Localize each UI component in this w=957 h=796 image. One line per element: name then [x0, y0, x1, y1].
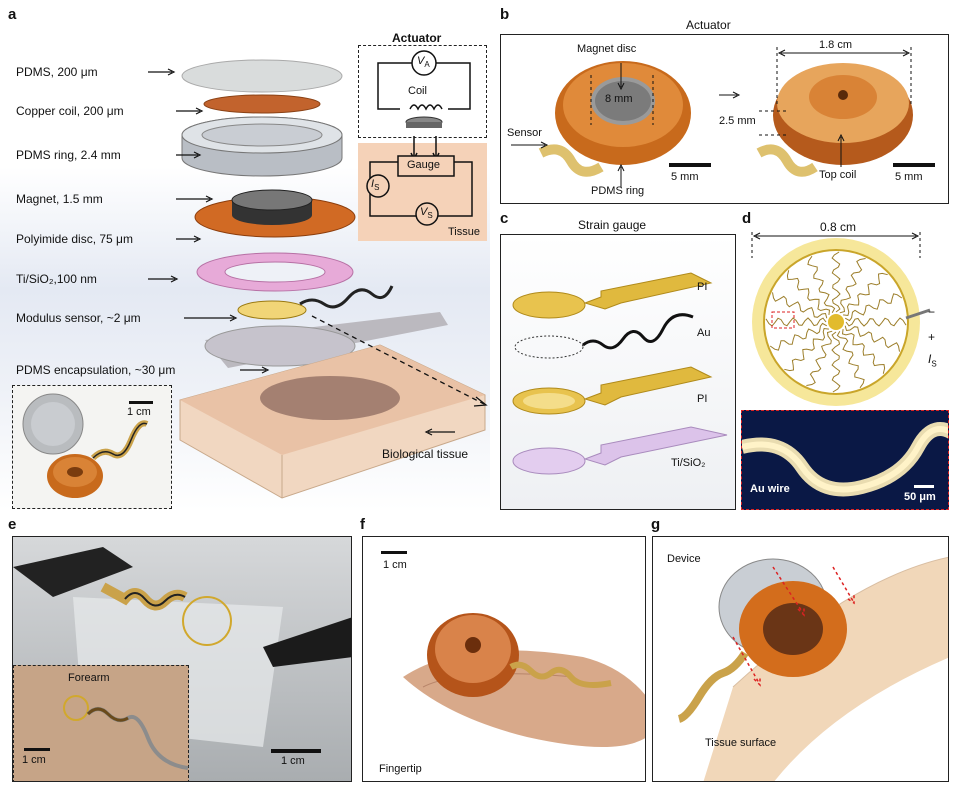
gauge-spoke [769, 322, 828, 351]
layer-label-pdms-ring: PDMS ring, 2.4 mm [16, 148, 121, 162]
top-coil-label: Top coil [819, 169, 857, 181]
au-wire-label: Au wire [750, 483, 790, 495]
b-scale-right: 5 mm [895, 171, 923, 183]
coin-scale-label: 1 cm [127, 406, 151, 418]
biological-tissue-label: Biological tissue [382, 447, 469, 461]
sensor-label: Sensor [507, 127, 542, 139]
layer-label-modulus-sensor: Modulus sensor, ~2 μm [16, 311, 141, 325]
panel-label-d: d [742, 210, 752, 227]
actuator-circuit-box [358, 45, 487, 138]
fingertip-label: Fingertip [379, 763, 422, 775]
au-wire-micrograph: Au wire 50 μm [741, 410, 949, 510]
circuit-diagram [366, 50, 473, 226]
fifty-um-scale-label: 50 μm [904, 491, 936, 503]
gauge-spoke [844, 325, 900, 352]
layer-label-pdms-encapsulation: PDMS encapsulation, ~30 μm [16, 363, 176, 377]
vs-label: VS [420, 206, 433, 221]
forearm-label: Forearm [68, 672, 110, 684]
gauge-spoke [839, 258, 866, 314]
gauge-spoke [807, 255, 836, 314]
panel-label-f: f [360, 516, 365, 533]
panel-label-g: g [651, 516, 661, 533]
gauge-spoke [831, 331, 841, 393]
pdms-ring-label: PDMS ring [591, 185, 645, 197]
panel-label-e: e [8, 516, 17, 533]
plus-terminal-label: + [928, 330, 936, 344]
panel-c-title: Strain gauge [578, 218, 647, 232]
actuator-circuit-title: Actuator [392, 31, 442, 45]
gauge-spoke [786, 270, 831, 315]
coil-label: Coil [408, 85, 427, 97]
tissue-circuit-label: Tissue [448, 226, 480, 238]
panel-label-b: b [500, 6, 510, 23]
magnet-disc-label: Magnet disc [577, 43, 637, 55]
is-circuit-label: IS [371, 178, 380, 193]
tissue-surface-label: Tissue surface [705, 737, 777, 749]
is-panel-d-label: IS [928, 352, 937, 369]
coin-photo-inset: 1 cm [12, 385, 172, 509]
au-label: Au [697, 327, 711, 339]
gauge-spoke [845, 317, 907, 327]
panel-e-photo: Forearm 1 cm 1 cm [12, 536, 352, 782]
panel-c-illustration: PI Au PI Ti/SiO₂ [500, 234, 736, 510]
gauge-spoke [784, 327, 829, 372]
gauge-spoke [831, 251, 841, 313]
e-scale-label: 1 cm [281, 755, 305, 767]
f-scale-label: 1 cm [383, 559, 407, 571]
layer-label-polyimide: Polyimide disc, 75 μm [16, 232, 133, 246]
panel-label-a: a [8, 6, 17, 23]
pi-top-label: PI [697, 281, 708, 293]
gauge-spoke [843, 272, 888, 317]
panel-b-photo: Magnet disc 8 mm Sensor PDMS ring 5 mm 1… [500, 34, 949, 204]
b-scale-left: 5 mm [671, 171, 699, 183]
layer-label-copper-coil: Copper coil, 200 μm [16, 104, 124, 118]
device-label: Device [667, 553, 701, 565]
forearm-inset: Forearm 1 cm [13, 665, 189, 781]
zero-point-eight-cm-label: 0.8 cm [820, 220, 857, 234]
gauge-spoke [841, 329, 886, 374]
panel-f-photo: 1 cm Fingertip [362, 536, 646, 782]
layer-label-tisio2: Ti/SiO₂,100 nm [16, 272, 97, 286]
panel-g-illustration: Device Tissue surface [652, 536, 949, 782]
layer-label-pdms: PDMS, 200 μm [16, 65, 98, 79]
panel-label-c: c [500, 210, 509, 227]
va-label: VA [417, 55, 430, 70]
panel-b-title: Actuator [686, 18, 731, 32]
gauge-label: Gauge [407, 159, 441, 171]
layer-label-magnet: Magnet, 1.5 mm [16, 192, 103, 206]
gauge-spoke [765, 317, 827, 327]
pi-bottom-label: PI [697, 393, 708, 405]
gauge-spoke [844, 293, 903, 322]
gauge-spoke [772, 292, 828, 319]
forearm-scale-label: 1 cm [22, 754, 46, 766]
tisio2-label: Ti/SiO₂ [671, 457, 706, 469]
eight-mm-label: 8 mm [605, 93, 633, 105]
minus-terminal-label: − [928, 305, 936, 319]
gauge-spoke [836, 330, 865, 389]
gauge-spoke [806, 330, 833, 386]
two-point-five-mm-label: 2.5 mm [719, 115, 756, 127]
one-point-eight-cm-label: 1.8 cm [819, 39, 853, 51]
panel-a-layers-illustration [148, 59, 488, 499]
